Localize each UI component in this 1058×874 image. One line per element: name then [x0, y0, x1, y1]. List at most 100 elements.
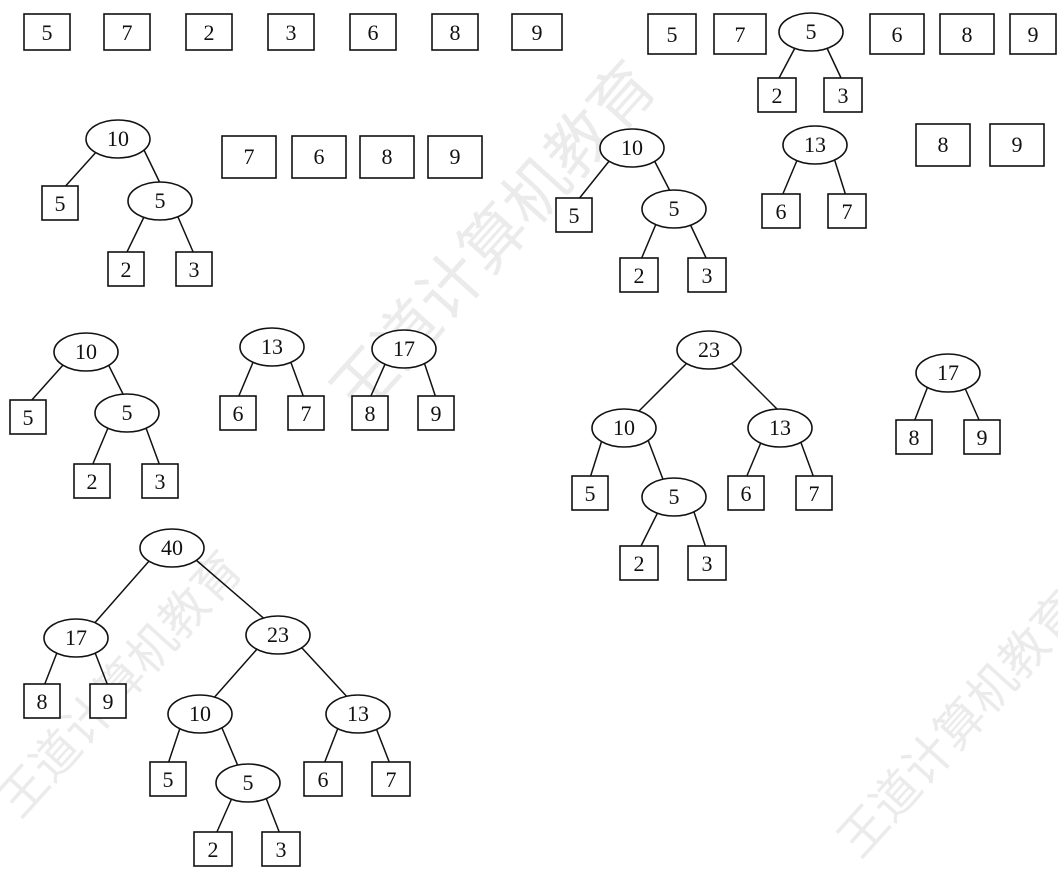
internal-node [94, 393, 160, 433]
leaf-label: 7 [809, 481, 820, 506]
leaf-label: 6 [314, 144, 325, 169]
edge [647, 439, 665, 483]
internal-node [245, 615, 311, 655]
internal-node [85, 119, 151, 159]
leaf-box [175, 251, 213, 287]
internal-node [778, 12, 844, 52]
node-label: 5 [669, 196, 680, 221]
leaf-box [727, 475, 765, 511]
leaf-label: 5 [42, 20, 53, 45]
edge [745, 439, 763, 479]
internal-node [371, 329, 437, 369]
node-label: 5 [243, 770, 254, 795]
edge [637, 361, 689, 413]
edge [689, 223, 709, 263]
leaf-label: 3 [286, 20, 297, 45]
internal-node [139, 528, 205, 568]
stage-1-initial-leaves: 5 7 2 3 6 8 9 [23, 13, 563, 51]
stage-5: 10 5 5 2 3 13 6 7 17 8 9 [9, 327, 455, 499]
edge [107, 363, 125, 397]
node-label: 10 [75, 339, 97, 364]
node-label: 17 [65, 625, 87, 650]
leaf-label: 6 [368, 20, 379, 45]
leaf-label: 5 [23, 405, 34, 430]
leaf-label: 3 [189, 257, 200, 282]
leaf-box [349, 13, 397, 51]
leaf-label: 6 [318, 767, 329, 792]
internal-node [53, 332, 119, 372]
leaf-box [915, 123, 971, 167]
leaf-box [619, 257, 659, 293]
edge [423, 361, 437, 399]
stage-3: 10 5 5 2 3 7 6 8 9 [41, 119, 483, 287]
edge [61, 149, 99, 191]
leaf-box [757, 77, 797, 113]
leaf-box [431, 13, 479, 51]
stage-2: 5 7 5 2 3 6 8 9 [647, 12, 1057, 113]
edge [93, 649, 109, 687]
leaf-box [647, 13, 697, 55]
internal-node [641, 477, 707, 517]
node-label: 5 [669, 484, 680, 509]
leaf-box [571, 475, 609, 511]
leaf-label: 5 [569, 203, 580, 228]
edge [653, 159, 671, 192]
edge [29, 363, 65, 403]
internal-node [43, 618, 109, 658]
edge [265, 797, 281, 835]
internal-node [676, 330, 742, 370]
internal-node [591, 408, 657, 448]
leaf-box [795, 475, 833, 511]
leaf-label: 5 [667, 22, 678, 47]
internal-node [239, 327, 305, 367]
edge [833, 157, 847, 197]
leaf-label: 2 [121, 257, 132, 282]
leaf-box [291, 135, 347, 179]
leaf-label: 5 [585, 481, 596, 506]
leaf-label: 6 [776, 199, 787, 224]
stage-4: 10 5 5 2 3 13 6 7 8 9 [555, 123, 1045, 293]
internal-node [782, 125, 848, 165]
edge [167, 727, 181, 765]
node-label: 17 [393, 336, 415, 361]
leaf-box [823, 77, 863, 113]
leaf-box [23, 683, 61, 719]
leaf-label: 2 [204, 20, 215, 45]
edge [143, 149, 161, 184]
internal-node [127, 181, 193, 221]
node-label: 13 [804, 132, 826, 157]
edge [375, 727, 391, 765]
node-label: 13 [347, 701, 369, 726]
leaf-box [371, 761, 411, 797]
leaf-box [267, 13, 315, 51]
edge [729, 361, 781, 413]
leaf-label: 6 [741, 481, 752, 506]
leaf-label: 3 [838, 83, 849, 108]
edge [639, 223, 657, 263]
node-label: 5 [122, 400, 133, 425]
leaf-label: 7 [122, 20, 133, 45]
leaf-box [149, 761, 187, 797]
leaf-box [963, 419, 1001, 455]
stage-7-final: 40 17 23 8 9 10 13 5 5 6 7 2 3 [23, 528, 411, 867]
leaf-label: 3 [276, 837, 287, 862]
leaf-label: 8 [962, 22, 973, 47]
leaf-label: 2 [208, 837, 219, 862]
leaf-label: 3 [702, 551, 713, 576]
leaf-box [687, 545, 727, 581]
node-label: 13 [261, 334, 283, 359]
leaf-box [427, 135, 483, 179]
leaf-box [141, 463, 179, 499]
leaf-label: 2 [87, 469, 98, 494]
leaf-box [185, 13, 233, 51]
leaf-label: 5 [163, 767, 174, 792]
leaf-box [103, 13, 151, 51]
internal-node [747, 408, 813, 448]
edge [215, 797, 233, 835]
watermark-text-1: 王道计算机教育 [317, 48, 672, 430]
edge [91, 427, 109, 467]
internal-node [915, 353, 981, 393]
leaf-label: 9 [532, 20, 543, 45]
leaf-label: 8 [37, 689, 48, 714]
watermark: 王道计算机教育 王道计算机教育 王道计算机教育 [0, 48, 1058, 868]
